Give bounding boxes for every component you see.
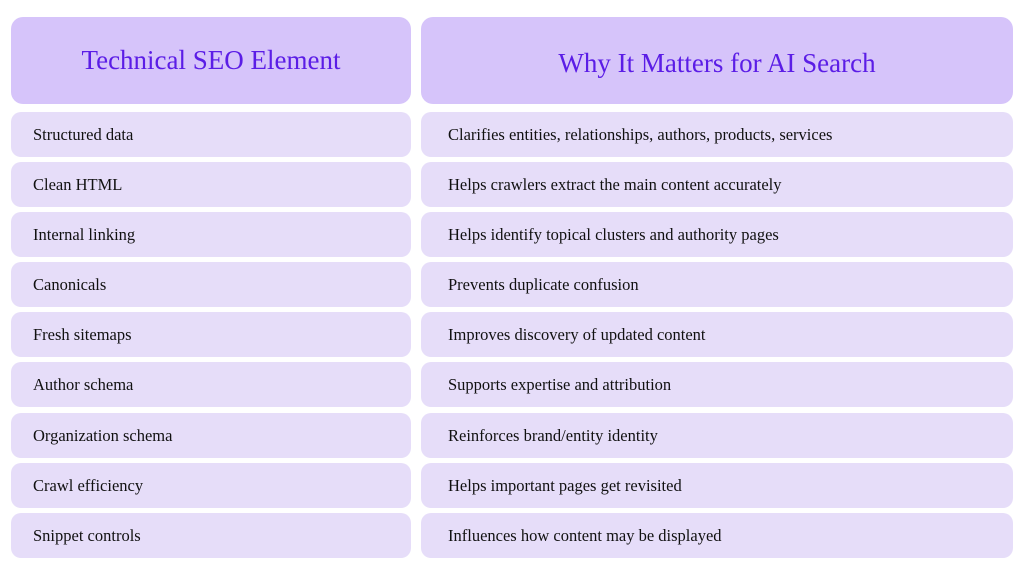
header-technical-seo-element: Technical SEO Element [11, 17, 411, 104]
why-cell: Helps crawlers extract the main content … [421, 162, 1013, 207]
element-cell: Crawl efficiency [11, 463, 411, 508]
element-cell: Clean HTML [11, 162, 411, 207]
element-cell: Internal linking [11, 212, 411, 257]
element-cell: Structured data [11, 112, 411, 157]
why-cell: Improves discovery of updated content [421, 312, 1013, 357]
element-cell: Fresh sitemaps [11, 312, 411, 357]
element-cell: Snippet controls [11, 513, 411, 558]
why-cell: Clarifies entities, relationships, autho… [421, 112, 1013, 157]
why-cell: Helps important pages get revisited [421, 463, 1013, 508]
why-cell: Helps identify topical clusters and auth… [421, 212, 1013, 257]
element-cell: Canonicals [11, 262, 411, 307]
why-cell: Supports expertise and attribution [421, 362, 1013, 407]
header-why-it-matters: Why It Matters for AI Search [421, 17, 1013, 104]
why-cell: Influences how content may be displayed [421, 513, 1013, 558]
why-cell: Prevents duplicate confusion [421, 262, 1013, 307]
why-cell: Reinforces brand/entity identity [421, 413, 1013, 458]
element-cell: Author schema [11, 362, 411, 407]
element-cell: Organization schema [11, 413, 411, 458]
